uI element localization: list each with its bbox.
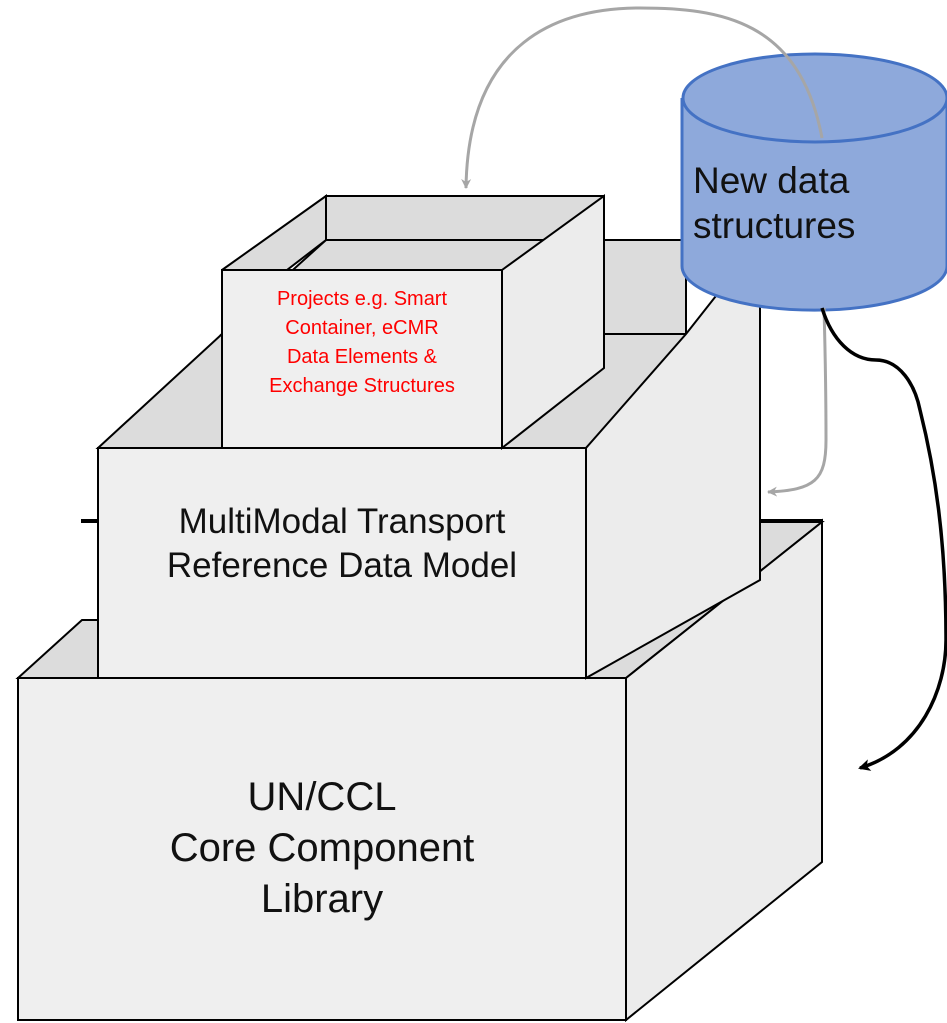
arrow-db-to-bottom-box: [820, 307, 947, 771]
bottom-box-inner-left: [15, 619, 99, 679]
top-box: [221, 194, 605, 451]
bottom-box-line-3: Library: [260, 877, 384, 921]
top-box-label: Projects e.g. Smart Container, eCMR Data…: [222, 285, 502, 401]
database-line-1: New data: [693, 160, 850, 201]
database-label: New data structures: [680, 158, 947, 248]
top-box-line-4: Exchange Structures: [269, 375, 455, 397]
arrow-db-to-middle-box: [767, 307, 828, 497]
top-box-line-2: Container, eCMR: [285, 317, 439, 339]
bottom-box-line-1: UN/CCL: [247, 775, 397, 819]
database-cylinder: [680, 52, 947, 312]
database-line-2: structures: [693, 205, 856, 246]
top-box-line-1: Projects e.g. Smart: [276, 288, 448, 310]
top-box-line-3: Data Elements &: [286, 346, 438, 368]
database-top: [681, 52, 947, 144]
database-body: [680, 98, 947, 312]
bottom-box-label: UN/CCL Core Component Library: [18, 772, 626, 925]
bottom-box-line-2: Core Component: [169, 826, 475, 870]
top-box-front: [221, 269, 503, 449]
middle-box-line-2: Reference Data Model: [166, 546, 518, 585]
middle-box-line-1: MultiModal Transport: [178, 502, 506, 541]
middle-box-label: MultiModal Transport Reference Data Mode…: [98, 500, 586, 588]
middle-box-inner-left: [95, 331, 223, 449]
arrow-db-to-top-box: [461, 6, 824, 189]
